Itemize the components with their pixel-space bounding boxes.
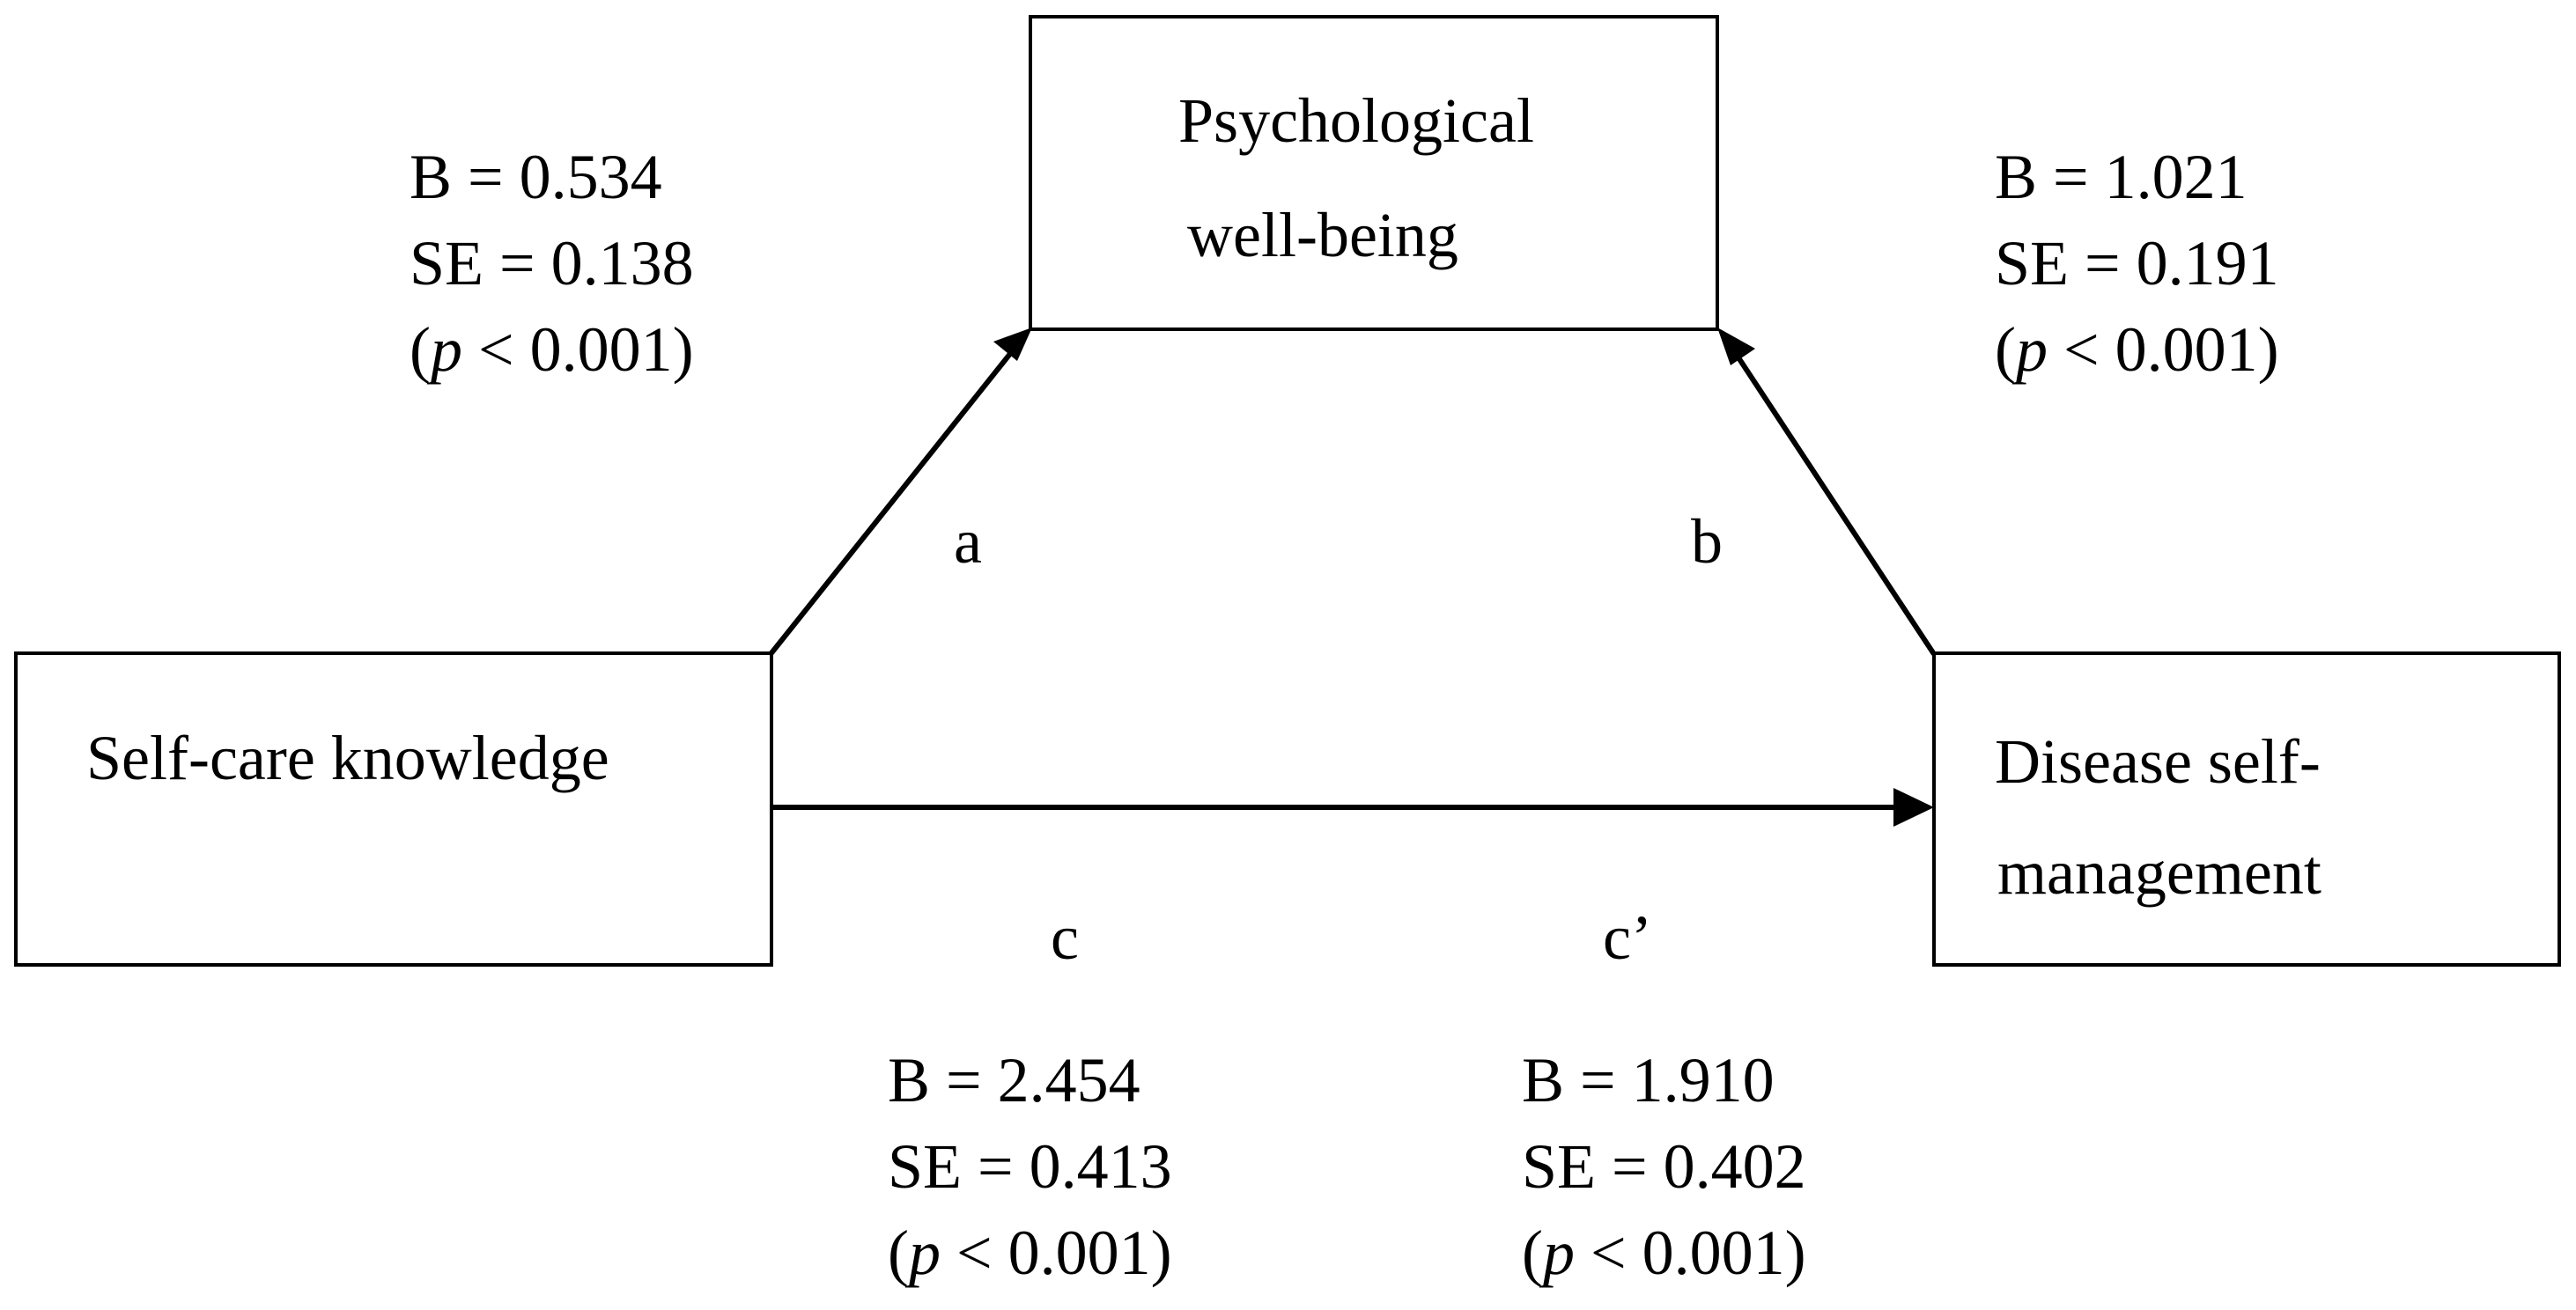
outcome-label-line1: Disease self- xyxy=(1995,726,2321,797)
path-c-prime-label: c’ xyxy=(1603,902,1652,973)
path-c-stats: B = 2.454 SE = 0.413 (p < 0.001) xyxy=(888,1037,1172,1296)
mediator-label-line2: well-being xyxy=(1187,200,1458,270)
path-a-label: a xyxy=(954,506,982,577)
path-b-label: b xyxy=(1691,506,1723,577)
path-a-b-value: B = 0.534 xyxy=(410,142,662,212)
outcome-label-line2: management xyxy=(1997,837,2321,908)
path-a-arrow xyxy=(768,335,1026,656)
predictor-box xyxy=(14,651,773,967)
path-a-arrowhead xyxy=(993,328,1032,361)
path-c-arrowhead xyxy=(1893,788,1934,827)
path-b-arrowhead xyxy=(1717,328,1755,365)
path-b-p-value: (p < 0.001) xyxy=(1995,314,2279,385)
path-c-prime-b-value: B = 1.910 xyxy=(1522,1045,1775,1115)
path-b-arrow xyxy=(1723,337,1937,656)
path-c-prime-se-value: SE = 0.402 xyxy=(1522,1131,1806,1202)
path-a-se-value: SE = 0.138 xyxy=(410,228,694,298)
mediator-label-line1: Psychological xyxy=(1178,85,1534,156)
outcome-box xyxy=(1932,651,2561,967)
path-c-se-value: SE = 0.413 xyxy=(888,1131,1172,1202)
path-b-se-value: SE = 0.191 xyxy=(1995,228,2279,298)
path-c-b-value: B = 2.454 xyxy=(888,1045,1140,1115)
predictor-label: Self-care knowledge xyxy=(86,723,609,793)
path-b-stats: B = 1.021 SE = 0.191 (p < 0.001) xyxy=(1995,134,2279,393)
path-c-p-value: (p < 0.001) xyxy=(888,1218,1172,1288)
path-a-stats: B = 0.534 SE = 0.138 (p < 0.001) xyxy=(410,134,694,393)
path-b-b-value: B = 1.021 xyxy=(1995,142,2248,212)
path-c-prime-stats: B = 1.910 SE = 0.402 (p < 0.001) xyxy=(1522,1037,1806,1296)
mediator-box xyxy=(1029,15,1719,331)
path-c-label: c xyxy=(1051,902,1079,973)
path-c-prime-p-value: (p < 0.001) xyxy=(1522,1218,1806,1288)
path-a-p-value: (p < 0.001) xyxy=(410,314,694,385)
